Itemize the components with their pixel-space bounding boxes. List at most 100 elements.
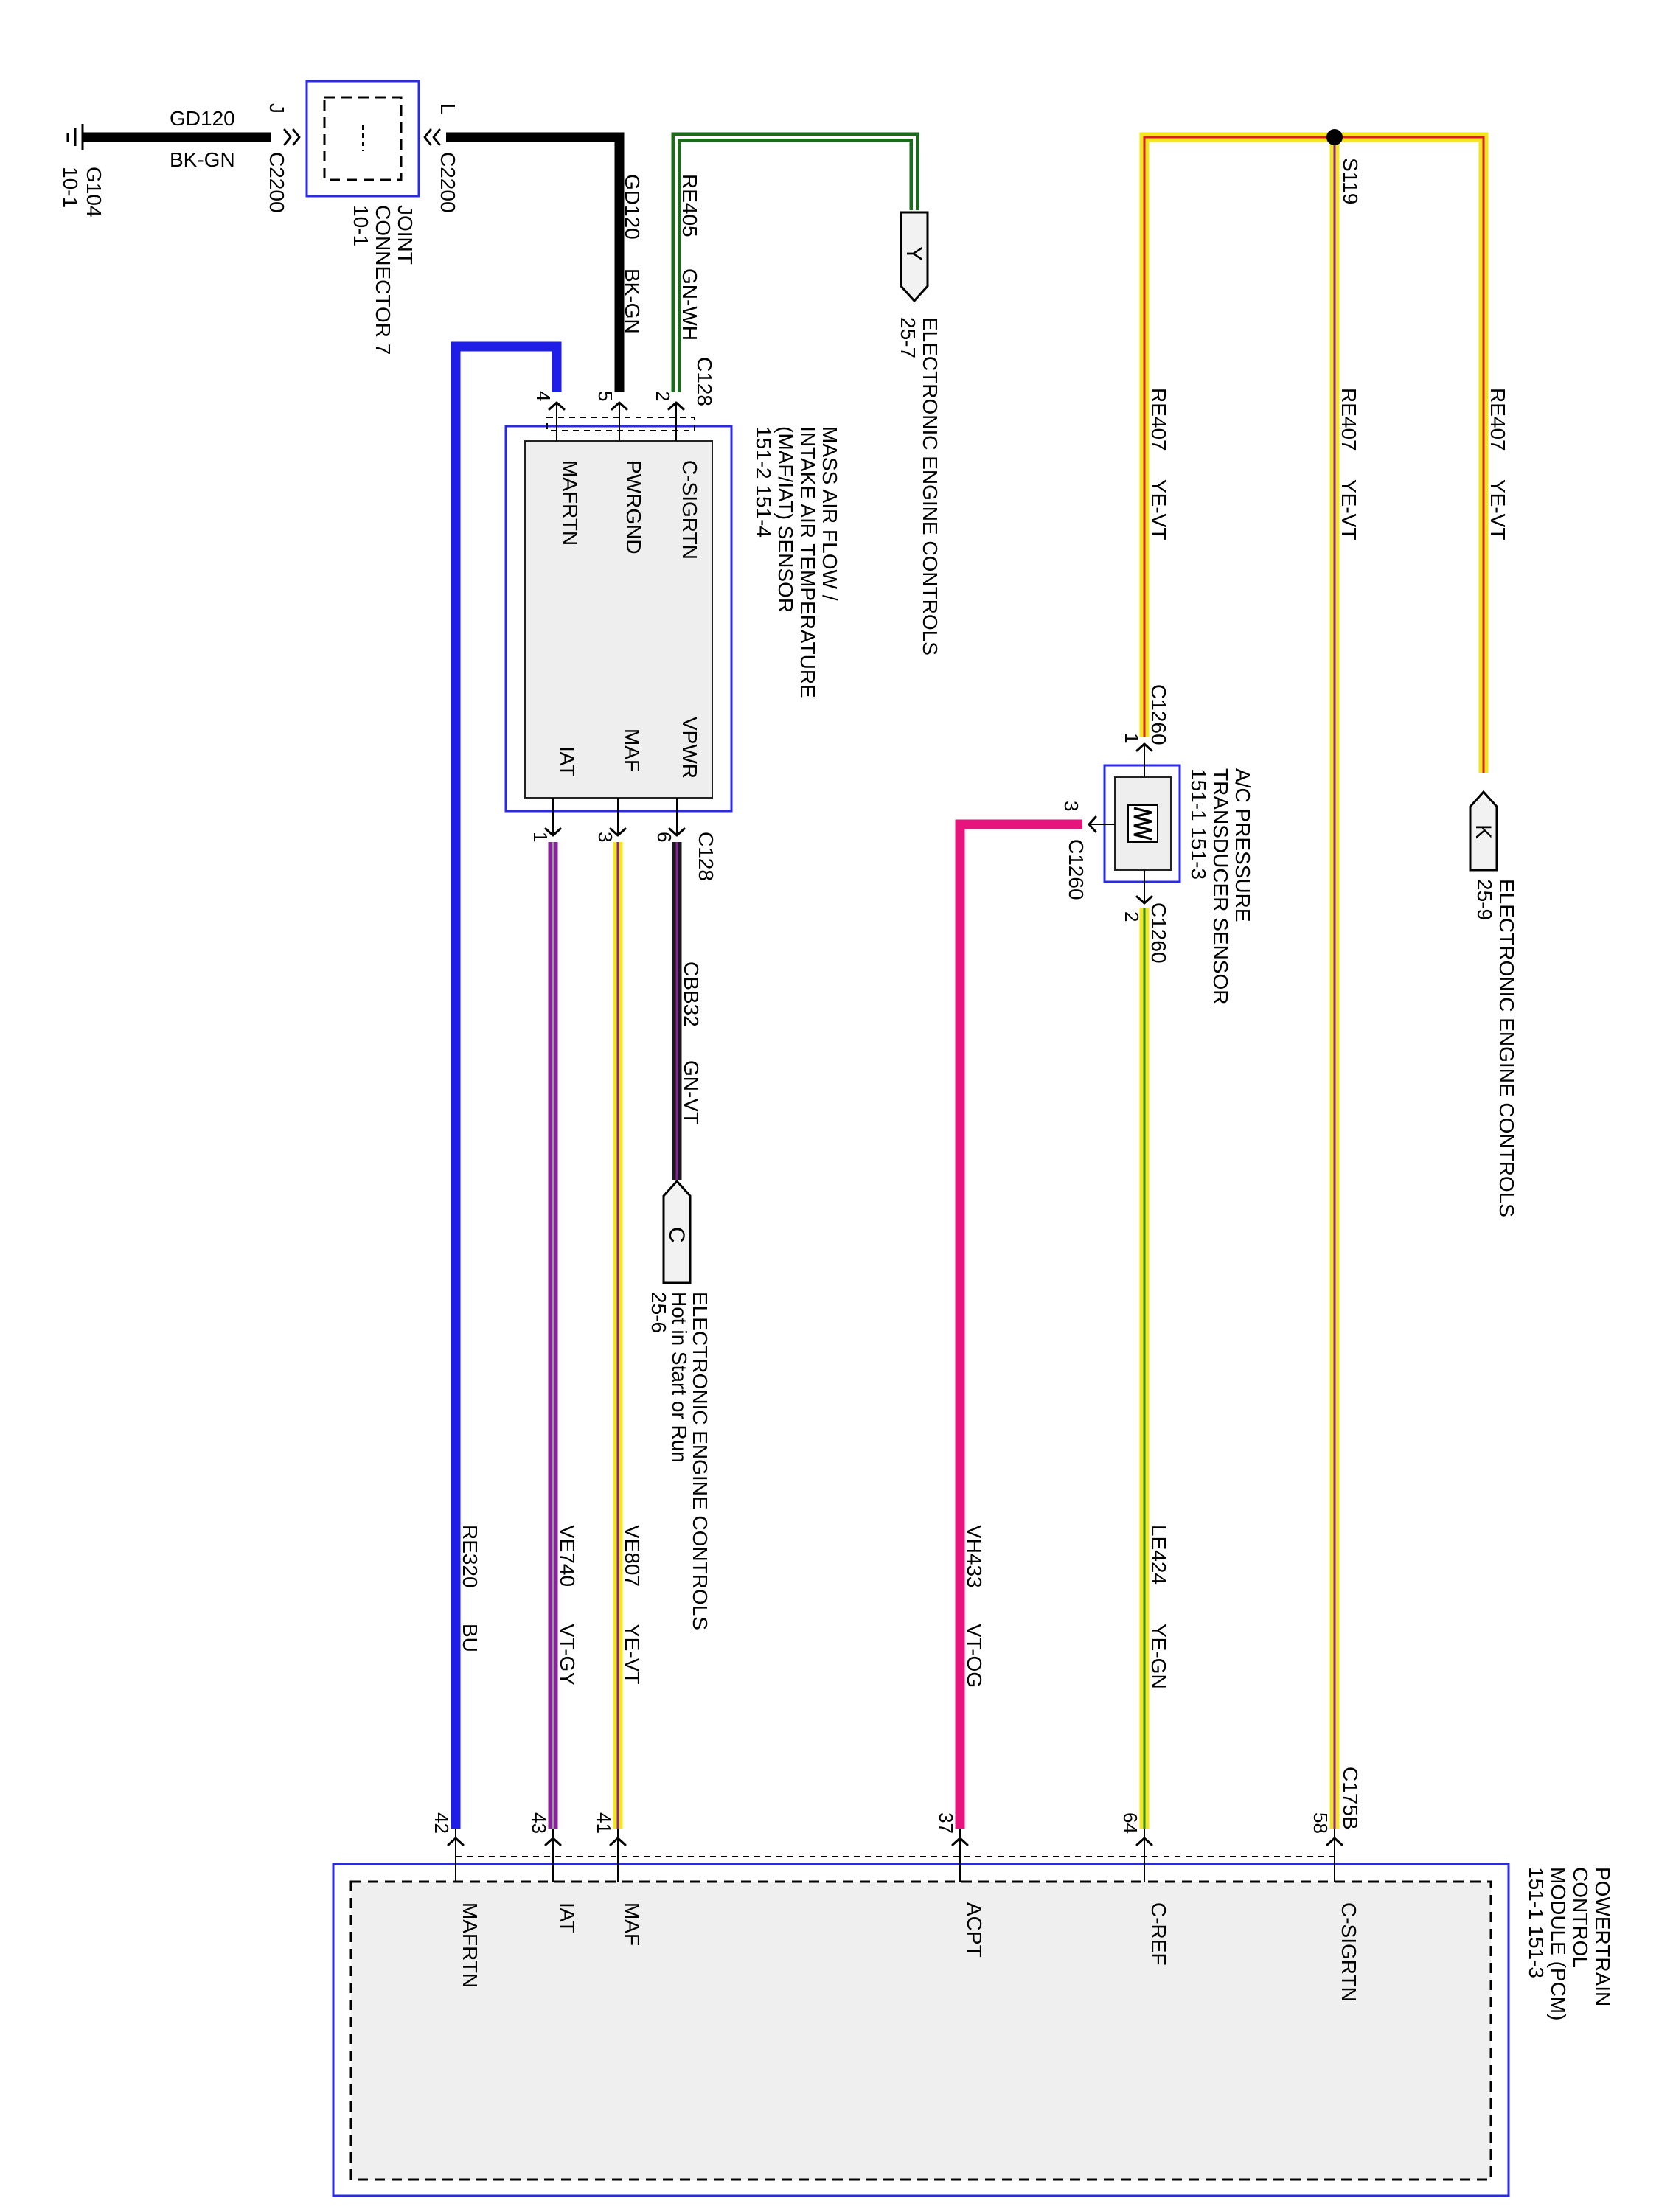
offpage-tag-k	[1469, 790, 1498, 872]
wire-gd120-vertical-color: BK-GN	[621, 268, 644, 334]
ac-connector-top: C1260	[1147, 684, 1170, 745]
ac-title-pages: 151-1 151-3	[1187, 768, 1210, 880]
pcm-title-pages: 151-1 151-3	[1525, 1867, 1548, 1978]
joint-connector-left: C2200	[265, 152, 288, 213]
pcm-pin-name-iat: IAT	[556, 1902, 579, 1933]
wire-re405-color: GN-WH	[678, 268, 701, 341]
maf-pin-name-iat: IAT	[556, 746, 579, 776]
maf-pin-name-vpwr: VPWR	[678, 717, 701, 779]
pcm-pin-name-csigrtn: C-SIGRTN	[1338, 1902, 1360, 2002]
offpage-k-letter: K	[1471, 824, 1495, 839]
offpage-y-page: 25-7	[897, 317, 919, 358]
wire-gd120-ground-color: BK-GN	[170, 148, 235, 171]
pcm-title-1: POWERTRAIN	[1591, 1867, 1614, 2006]
pcm-pin-42: 42	[431, 1812, 453, 1834]
pcm-title-2: CONTROL	[1569, 1867, 1592, 1968]
maf-title-pages: 151-2 151-4	[752, 426, 775, 538]
maf-title-2: INTAKE AIR TEMPERATURE	[796, 426, 819, 698]
maf-pin-top-5: 5	[594, 391, 616, 401]
maf-connector-top: C128	[693, 357, 716, 406]
wire-re407-a-circuit: RE407	[1147, 388, 1170, 451]
wire-re405-circuit: RE405	[678, 174, 701, 237]
wire-le424-circuit: LE424	[1147, 1525, 1170, 1585]
offpage-tag-c	[662, 1179, 692, 1284]
ac-pin-3: 3	[1060, 801, 1082, 811]
pcm-body	[351, 1882, 1491, 2180]
maf-pin-top-4: 4	[532, 391, 554, 401]
wire-vh433-circuit: VH433	[963, 1525, 986, 1588]
joint-connector-name-2: CONNECTOR 7	[372, 205, 394, 355]
maf-title-3: (MAF/IAT) SENSOR	[774, 426, 797, 613]
ground-id: G104	[83, 167, 105, 218]
ac-pin-1: 1	[1121, 733, 1143, 743]
maf-pin-name-mafrtn: MAFRTN	[559, 460, 582, 546]
offpage-y-letter: Y	[902, 246, 926, 261]
wire-re407-c-color: YE-VT	[1486, 479, 1509, 540]
wire-re407-c-circuit: RE407	[1486, 388, 1509, 451]
wire-cbb32-color: GN-VT	[680, 1060, 703, 1124]
wire-ve740-color: VT-GY	[556, 1624, 579, 1686]
pcm-connector: C175B	[1339, 1767, 1362, 1830]
joint-connector-right: C2200	[437, 152, 459, 213]
resistor-symbol	[1133, 807, 1152, 841]
pcm-pin-41: 41	[593, 1812, 615, 1834]
maf-pin-name-csigrtn: C-SIGRTN	[678, 460, 701, 560]
joint-connector-frame	[305, 80, 420, 198]
ground-page: 10-1	[59, 167, 82, 208]
joint-pin-j: J	[265, 103, 288, 114]
splice-s119	[1326, 129, 1343, 145]
pcm-pin-name-cref: C-REF	[1147, 1902, 1170, 1966]
wire-re405	[671, 132, 919, 392]
offpage-c-note: Hot in Start or Run	[668, 1292, 691, 1463]
maf-pin-name-maf: MAF	[621, 728, 644, 772]
pcm-pin-43: 43	[528, 1812, 550, 1834]
maf-pin-bottom-6: 6	[653, 832, 675, 842]
maf-pin-bottom-3: 3	[594, 832, 616, 842]
pcm-pin-name-acpt: ACPT	[963, 1902, 986, 1958]
maf-title-1: MASS AIR FLOW /	[818, 426, 841, 601]
wire-re320	[451, 341, 562, 1829]
ac-connector-side: C1260	[1065, 839, 1088, 900]
ground-symbol	[66, 124, 84, 150]
pcm-pin-name-mafrtn: MAFRTN	[459, 1902, 481, 1988]
ac-title-2: TRANSDUCER SENSOR	[1209, 768, 1232, 1004]
pcm-pin-ticks	[447, 1829, 1343, 1882]
wire-re407-a-color: YE-VT	[1147, 479, 1170, 540]
ac-title-1: A/C PRESSURE	[1231, 768, 1254, 922]
wire-re407-c	[1335, 132, 1489, 773]
pcm-pin-37: 37	[935, 1812, 957, 1834]
wire-ve807-color: YE-VT	[621, 1624, 644, 1684]
pcm-pin-64: 64	[1119, 1812, 1141, 1834]
offpage-c-title: ELECTRONIC ENGINE CONTROLS	[689, 1292, 712, 1630]
wire-vh433-color: VT-OG	[963, 1624, 986, 1688]
joint-connector-page: 10-1	[349, 205, 372, 246]
joint-connector-name-1: JOINT	[394, 205, 417, 265]
wire-gd120-vertical-circuit: GD120	[621, 174, 644, 240]
wire-re407-a	[1139, 132, 1335, 737]
pcm-frame	[332, 1863, 1510, 2197]
wire-re320-color: BU	[459, 1624, 481, 1652]
offpage-c-page: 25-6	[647, 1292, 670, 1333]
wire-vh433	[955, 819, 1082, 1829]
wire-cbb32-circuit: CBB32	[680, 961, 703, 1027]
pcm-pin-58: 58	[1310, 1812, 1332, 1834]
offpage-tag-y	[900, 211, 929, 303]
pcm-pin-name-maf: MAF	[621, 1902, 644, 1946]
offpage-c-letter: C	[664, 1227, 689, 1243]
maf-connector-bottom: C128	[695, 832, 717, 881]
wire-ve740-circuit: VE740	[556, 1525, 579, 1587]
wire-re407-b-circuit: RE407	[1338, 388, 1360, 451]
ac-pin-2: 2	[1121, 911, 1143, 922]
offpage-y-title: ELECTRONIC ENGINE CONTROLS	[919, 317, 942, 655]
maf-pin-top-2: 2	[652, 391, 674, 401]
splice-s119-label: S119	[1339, 158, 1362, 204]
wire-ve807-circuit: VE807	[621, 1525, 644, 1587]
joint-pin-l: L	[437, 103, 459, 115]
wire-le424-color: YE-GN	[1147, 1624, 1170, 1689]
wire-re320-circuit: RE320	[459, 1525, 481, 1588]
pcm-title-3: MODULE (PCM)	[1547, 1867, 1570, 2020]
wire-re407-b-color: YE-VT	[1338, 479, 1360, 540]
ac-connector-bottom: C1260	[1147, 902, 1170, 964]
maf-pin-name-pwrgnd: PWRGND	[622, 460, 645, 554]
